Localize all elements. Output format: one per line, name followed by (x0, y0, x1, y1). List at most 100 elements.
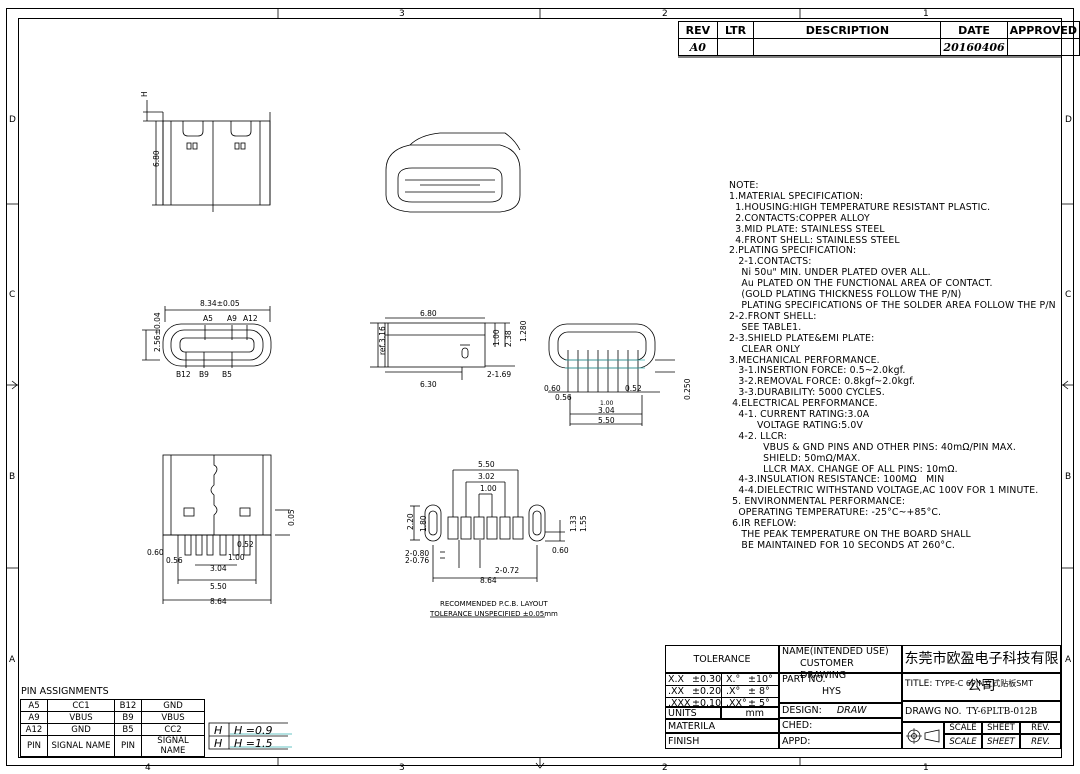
dim-r-052: 0.52 (625, 384, 642, 393)
note-line: 4.ELECTRICAL PERFORMANCE. (729, 398, 878, 410)
tolerance-cell: ±0.30 (692, 674, 722, 685)
pin-a5: A5 (203, 314, 213, 323)
dim-b-100: 1.00 (228, 553, 245, 562)
pin-cell: SIGNAL NAME (141, 735, 205, 757)
pin-cell: CC1 (47, 699, 115, 712)
pin-cell: A9 (20, 711, 48, 724)
rev-value: A0 (678, 38, 718, 56)
units-label: UNITS (665, 707, 721, 719)
note-line: 2-1.CONTACTS: (729, 256, 812, 268)
revision-table: REV LTR DESCRIPTION DATE APPROVED A0 201… (678, 21, 1080, 56)
zone-left-d: D (9, 115, 16, 125)
dim-side-680: 6.80 (152, 150, 161, 167)
tolerance-cell: ± 5° (748, 698, 770, 709)
dim-side-h: H (140, 91, 149, 97)
dim-p-155: 1.55 (579, 515, 588, 532)
sheet-label-2: SHEET (982, 734, 1020, 749)
note-line: Au PLATED ON THE FUNCTIONAL AREA OF CONT… (729, 278, 993, 290)
pin-cell: CC2 (141, 723, 205, 736)
date-header: DATE (940, 21, 1008, 39)
pin-cell: VBUS (47, 711, 115, 724)
pin-b9: B9 (199, 370, 209, 379)
rev-underline (678, 56, 1062, 58)
part-no-cell: PART NO. HYS (779, 673, 902, 703)
tolerance-row: .XXX±0.10.XX°± 5° (666, 698, 778, 709)
h-row2-col1: H (214, 737, 222, 750)
dim-b-056: 0.56 (166, 556, 183, 565)
rev-label: REV. (1020, 722, 1061, 734)
dim-b-550: 5.50 (210, 582, 227, 591)
tolerance-cell: X.° (726, 674, 741, 685)
dim-p-076: 2-0.76 (405, 556, 429, 565)
tolerance-row: .XX±0.20.X°± 8° (666, 686, 778, 698)
zone-top-2: 2 (662, 9, 668, 19)
date-value: 20160406 (940, 38, 1008, 56)
tolerance-divider (721, 698, 722, 709)
pin-cell: VBUS (141, 711, 205, 724)
tolerance-cell: ±0.10 (692, 698, 722, 709)
tolerance-divider (721, 674, 722, 685)
pcb-caption: RECOMMENDED P.C.B. LAYOUT (440, 600, 548, 608)
inner-frame (18, 18, 1062, 758)
note-line: (GOLD PLATING THICKNESS FOLLOW THE P/N) (729, 289, 962, 301)
dim-b-864: 8.64 (210, 597, 227, 606)
zone-left-a: A (9, 655, 16, 665)
note-line: 6.IR REFLOW: (729, 518, 797, 530)
finish-label: FINISH (665, 733, 779, 749)
zone-bottom-3: 3 (399, 763, 405, 773)
tolerance-divider (721, 686, 722, 697)
dim-p-100: 1.00 (480, 484, 497, 493)
tolerance-cell: .XXX (668, 698, 691, 709)
front-view (142, 306, 272, 368)
note-line: SHIELD: 50mΩ/MAX. (729, 452, 861, 464)
note-line: LLCR MAX. CHANGE OF ALL PINS: 10mΩ. (729, 463, 958, 475)
iso-view (385, 132, 521, 213)
note-line: 3-3.DURABILITY: 5000 CYCLES. (729, 387, 885, 399)
appd-label: APPD: (779, 733, 902, 749)
tolerance-cell: .X° (726, 686, 741, 697)
dim-r-0250: 0.250 (683, 378, 692, 400)
pin-assignments-title: PIN ASSIGNMENTS (21, 686, 109, 697)
pin-cell: B5 (114, 723, 142, 736)
note-line: BE MAINTAINED FOR 10 SECONDS AT 260°C. (729, 539, 955, 551)
scale-label: SCALE (944, 722, 982, 734)
pin-cell: GND (141, 699, 205, 712)
note-line: 4-1. CURRENT RATING:3.0A (729, 409, 870, 421)
zone-right-a: A (1065, 655, 1072, 665)
pin-cell: GND (47, 723, 115, 736)
tolerance-cell: ±0.20 (692, 686, 722, 697)
pin-cell: A12 (20, 723, 48, 736)
dim-p-180: 1.80 (419, 515, 428, 532)
h-row2-col2: H =1.5 (234, 737, 272, 750)
approved-value (1006, 38, 1080, 56)
note-line: 2-2.FRONT SHELL: (729, 310, 817, 322)
note-line: 5. ENVIRONMENTAL PERFORMANCE: (729, 496, 906, 508)
dim-mid-169: 2-1.69 (487, 370, 511, 379)
part-no-value: HYS (822, 686, 841, 697)
dim-p-302: 3.02 (478, 472, 495, 481)
note-line: 4-2. LLCR: (729, 430, 788, 442)
tolerance-cell: ±10° (748, 674, 773, 685)
scale-label-2: SCALE (944, 734, 982, 749)
zone-right-d: D (1065, 115, 1072, 125)
dim-b-052: 0.52 (237, 540, 254, 549)
pin-cell: SIGNAL NAME (47, 735, 115, 757)
note-line: THE PEAK TEMPERATURE ON THE BOARD SHALL (729, 529, 971, 540)
ched-label: CHED: (779, 718, 902, 733)
pin-cell: B9 (114, 711, 142, 724)
note-line: 2-3.SHIELD PLATE&EMI PLATE: (729, 332, 875, 344)
note-line: Ni 50u" MIN. UNDER PLATED OVER ALL. (729, 267, 931, 279)
pin-b5: B5 (222, 370, 232, 379)
title-cell: TITLE: TYPE-C 6PIN立式贴板SMT (902, 673, 1061, 701)
note-line: 1.HOUSING:HIGH TEMPERATURE RESISTANT PLA… (729, 201, 991, 213)
note-line: 3.MID PLATE: STAINLESS STEEL (729, 223, 885, 235)
notes-block: NOTE:1.MATERIAL SPECIFICATION: 1.HOUSING… (729, 180, 1056, 552)
materila-label: MATERILA (665, 719, 779, 733)
